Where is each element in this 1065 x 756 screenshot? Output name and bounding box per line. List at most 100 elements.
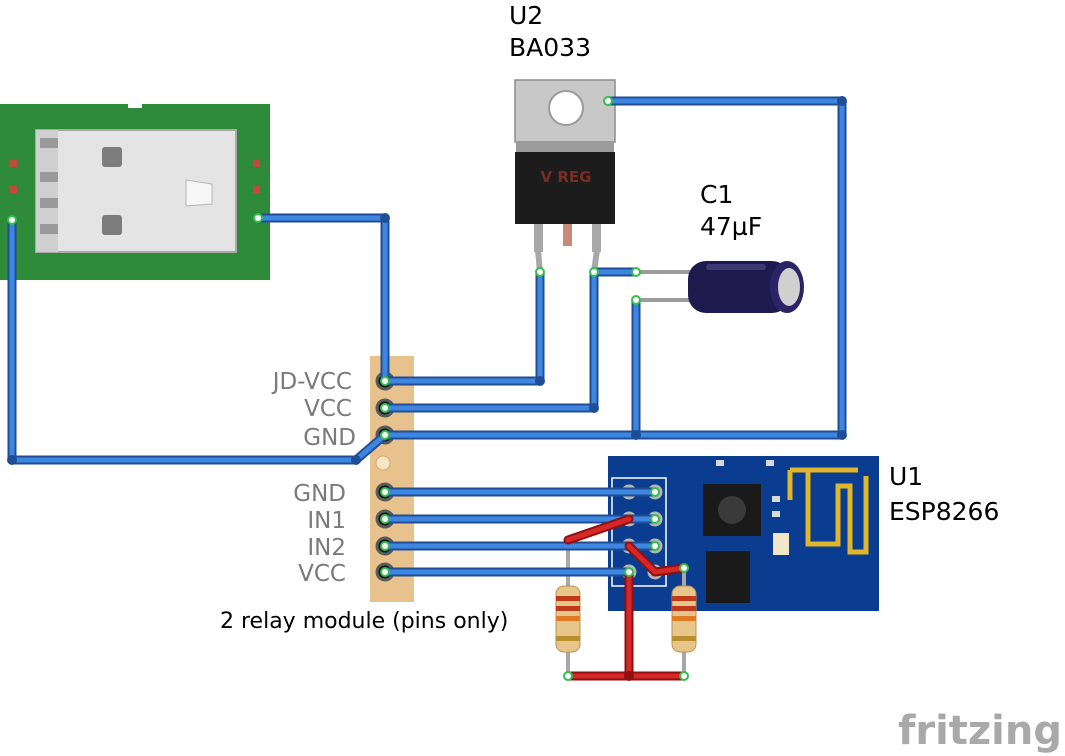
relay-header-hole [375, 455, 391, 471]
wire-red-pullup-a [565, 516, 632, 543]
wire-reg-out-shadow [380, 267, 641, 413]
relay-caption: 2 relay module (pins only) [220, 609, 508, 634]
regulator-leg [592, 224, 601, 252]
esp-ref: U1 [889, 462, 923, 491]
regulator-leg [534, 224, 543, 252]
resistor-band [556, 636, 580, 641]
electrolytic-capacitor: C1 47µF [636, 180, 804, 313]
wire-red-pullup-b [626, 543, 687, 575]
usb-solder-pad [253, 160, 260, 167]
red-wires [563, 514, 689, 681]
connection-point [603, 96, 613, 106]
wire-usb-vcc [255, 215, 388, 384]
esp-antenna-trace [787, 467, 869, 555]
connection-point [380, 514, 390, 524]
connection-point [650, 541, 660, 551]
regulator-value: BA033 [509, 33, 591, 62]
connection-point [380, 376, 390, 386]
connection-point [631, 295, 641, 305]
connection-point [380, 487, 390, 497]
connection-point [624, 567, 634, 577]
usb-solder-pad [10, 186, 17, 193]
relay-header: JD-VCC VCC GND GND IN1 IN2 VCC 2 relay m… [220, 356, 508, 634]
usb-shell-hole [102, 147, 122, 167]
wire-bend [837, 430, 847, 440]
relay-pin-label: IN2 [307, 535, 346, 561]
connection-point [253, 213, 263, 223]
connection-point [380, 430, 390, 440]
connection-point [589, 267, 599, 277]
wire-bend [7, 455, 17, 465]
relay-pin-label: GND [303, 425, 356, 451]
resistor-left [555, 540, 581, 676]
relay-header-strip [370, 356, 414, 602]
wire-bend-points [7, 96, 847, 465]
connection-point [7, 215, 17, 225]
usb-pcb-notch [128, 100, 142, 108]
wire-bend [351, 455, 361, 465]
connection-point [650, 487, 660, 497]
relay-pin-label: VCC [304, 396, 352, 422]
usb-contact [40, 198, 58, 208]
relay-pin-label: JD-VCC [271, 369, 352, 395]
voltage-regulator: V REG U2 BA033 [509, 1, 616, 273]
usb-shell-mouth [36, 130, 58, 252]
esp-smd [772, 496, 780, 502]
relay-pin-label: VCC [298, 561, 346, 587]
resistor-band [672, 616, 696, 621]
regulator-marking: V REG [541, 168, 592, 186]
wire-bend [589, 403, 599, 413]
esp-led [773, 533, 789, 555]
connection-point [380, 541, 390, 551]
usb-solder-pad [10, 160, 17, 167]
resistor-band [672, 636, 696, 641]
esp-value: ESP8266 [889, 497, 999, 526]
relay-pin-label: IN1 [307, 508, 346, 534]
resistor-band [556, 596, 580, 601]
wire-bend [380, 213, 390, 223]
usb-connector-board [0, 100, 270, 280]
usb-solder-pad [253, 186, 260, 193]
regulator-ref: U2 [509, 1, 543, 30]
connection-point [679, 563, 689, 573]
regulator-tab-edge [516, 142, 614, 152]
usb-contact [40, 138, 58, 148]
red-wire-bend-points [624, 671, 634, 681]
capacitor-stripe [778, 268, 800, 306]
relay-pin-label: GND [293, 481, 346, 507]
connection-points [7, 96, 689, 681]
usb-shell-tab [185, 179, 213, 207]
usb-shell-hole [102, 215, 122, 235]
connection-point [535, 267, 545, 277]
esp-smd [766, 460, 774, 466]
capacitor-highlight [706, 264, 766, 270]
capacitor-body [688, 261, 790, 313]
capacitor-ref: C1 [700, 180, 733, 209]
connection-point [631, 267, 641, 277]
wire-bend [535, 376, 545, 386]
wire-bend [631, 430, 641, 440]
usb-contact [40, 224, 58, 234]
wire-usb-vcc-shadow [253, 213, 390, 386]
esp-flash-chip [706, 551, 750, 603]
capacitor-value: 47µF [700, 212, 762, 241]
esp-chip-logo [718, 496, 746, 524]
resistor-band [556, 606, 580, 611]
connection-point [679, 671, 689, 681]
resistor-right [671, 568, 697, 676]
resistor-band [556, 616, 580, 621]
wire-usb-gnd [9, 217, 388, 463]
resistor-band [672, 606, 696, 611]
wire-bend [837, 96, 847, 106]
regulator-mount-hole [548, 90, 584, 126]
wire-bend [624, 671, 634, 681]
connection-point [380, 567, 390, 577]
usb-contact [40, 172, 58, 182]
esp8266-module: U1 ESP8266 [608, 456, 999, 611]
connection-point [650, 514, 660, 524]
connection-point [380, 403, 390, 413]
wire-gnd-rail [382, 98, 845, 438]
fritzing-logo: fritzing [898, 708, 1062, 754]
